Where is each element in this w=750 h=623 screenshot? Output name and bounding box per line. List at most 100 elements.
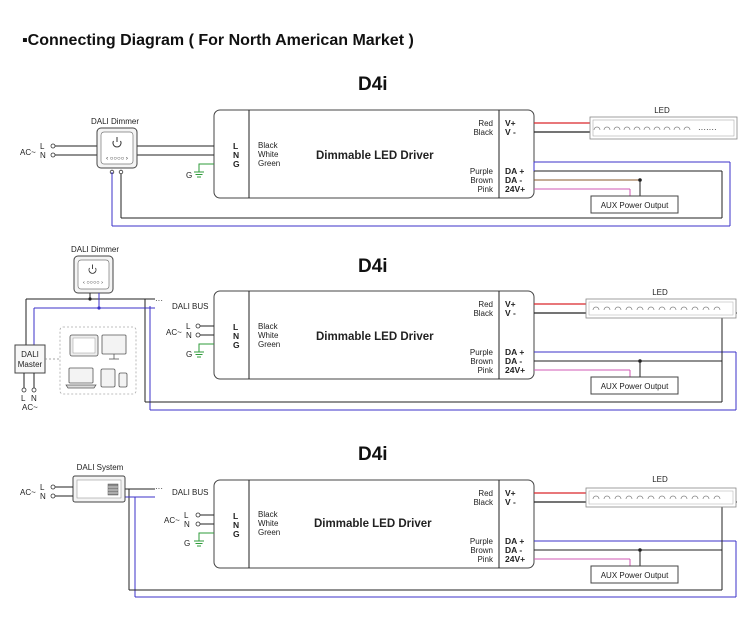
aux-power-output-box: [590, 376, 679, 395]
diagram-1-heading: D4i: [358, 74, 388, 95]
pin-n: N: [233, 331, 239, 341]
aux-label: AUX Power Output: [601, 201, 669, 210]
ground-label: G: [184, 539, 190, 548]
phone-icon: [118, 372, 128, 388]
driver-name: Dimmable LED Driver: [316, 150, 434, 162]
tablet-icon: [69, 334, 99, 357]
pin-24v: 24V+: [505, 184, 525, 194]
wire-black-out-label: Black: [473, 309, 494, 318]
driver-name: Dimmable LED Driver: [316, 331, 434, 343]
pin-vplus: V+: [505, 299, 516, 309]
svg-text:‹ ○○○○ ›: ‹ ○○○○ ›: [83, 280, 103, 286]
sys-ac-label: AC~: [20, 488, 36, 497]
dali-dimmer-label: DALI Dimmer: [91, 117, 139, 126]
pin-l: L: [233, 141, 238, 151]
svg-text:·······: ·······: [698, 125, 717, 134]
wire-green-label: Green: [258, 528, 280, 537]
ac-l-label: L: [186, 322, 191, 331]
aux-power-output-box: [590, 195, 679, 214]
pin-l: L: [233, 511, 238, 521]
wire-pink-label: Pink: [477, 185, 494, 194]
wire-black-label: Black: [258, 141, 279, 150]
wire-brown-label: Brown: [470, 546, 493, 555]
diagram-3-heading: D4i: [358, 444, 388, 465]
pin-da-plus: DA +: [505, 536, 524, 546]
ground-label: G: [186, 350, 192, 359]
wire-purple-label: Purple: [470, 537, 494, 546]
pin-vplus: V+: [505, 488, 516, 498]
ac-l-label: L: [184, 511, 189, 520]
dali-master-label-2: Master: [18, 360, 43, 369]
tablet-small-icon: [100, 368, 116, 388]
wire-white-label: White: [258, 519, 279, 528]
pin-vminus: V -: [505, 308, 516, 318]
wire-pink-label: Pink: [477, 366, 494, 375]
control-devices-panel: [59, 326, 137, 395]
aux-label: AUX Power Output: [601, 382, 669, 391]
diagram-1: D4i L N G Black White Green Dimmable LED…: [20, 74, 738, 227]
ac-label: AC~: [166, 328, 182, 337]
pin-da-minus: DA -: [505, 175, 522, 185]
pin-24v: 24V+: [505, 365, 525, 375]
ac-label: AC~: [20, 148, 36, 157]
led-label: LED: [652, 475, 668, 484]
pin-g: G: [233, 340, 240, 350]
wire-purple-label: Purple: [470, 167, 494, 176]
pin-da-plus: DA +: [505, 347, 524, 357]
pin-vminus: V -: [505, 497, 516, 507]
pin-da-minus: DA -: [505, 356, 522, 366]
wire-green-label: Green: [258, 159, 280, 168]
dali-dimmer-label: DALI Dimmer: [71, 245, 119, 254]
wire-black-out-label: Black: [473, 498, 494, 507]
led-label: LED: [652, 288, 668, 297]
ac-l-label: L: [40, 142, 45, 151]
ac-label: AC~: [164, 516, 180, 525]
master-n-label: N: [31, 394, 37, 403]
pin-g: G: [233, 159, 240, 169]
pin-24v: 24V+: [505, 554, 525, 564]
led-strip: [585, 298, 737, 319]
aux-label: AUX Power Output: [601, 571, 669, 580]
wire-red-label: Red: [478, 300, 493, 309]
ground-icon: [193, 171, 205, 178]
diagram-3: D4i L N G Black White Green Dimmable LED…: [20, 444, 737, 598]
master-ac-label: AC~: [22, 403, 38, 412]
dali-bus-label: DALI BUS: [172, 488, 208, 497]
sys-l-label: L: [40, 483, 45, 492]
wire-black-label: Black: [258, 322, 279, 331]
laptop-icon: [65, 367, 97, 389]
ground-icon: [193, 351, 205, 358]
wire-purple-label: Purple: [470, 348, 494, 357]
wire-black-out-label: Black: [473, 128, 494, 137]
ground-icon: [193, 540, 205, 547]
wire-pink-label: Pink: [477, 555, 494, 564]
wire-red-label: Red: [478, 489, 493, 498]
diagram-2: D4i L N G Black White Green Dimmable LED…: [14, 245, 737, 412]
pin-da-plus: DA +: [505, 166, 524, 176]
pin-da-minus: DA -: [505, 545, 522, 555]
power-icon: [88, 264, 97, 274]
driver-box: [213, 109, 535, 199]
svg-text:···: ···: [155, 484, 163, 493]
wire-black-label: Black: [258, 510, 279, 519]
power-icon: [112, 137, 122, 148]
led-strip: [589, 116, 738, 140]
ac-n-label: N: [40, 151, 46, 160]
pin-vminus: V -: [505, 127, 516, 137]
dali-master-label-1: DALI: [21, 350, 39, 359]
wire-white-label: White: [258, 150, 279, 159]
svg-text:‹ ○○○○ ›: ‹ ○○○○ ›: [106, 156, 128, 162]
led-strip: [585, 487, 737, 508]
pin-g: G: [233, 529, 240, 539]
dali-system-label: DALI System: [77, 463, 124, 472]
diagram-2-heading: D4i: [358, 256, 388, 277]
pin-n: N: [233, 150, 239, 160]
ac-n-label: N: [184, 520, 190, 529]
driver-name: Dimmable LED Driver: [314, 518, 432, 530]
pin-n: N: [233, 520, 239, 530]
ground-label: G: [186, 171, 192, 180]
led-label: LED: [654, 106, 670, 115]
pin-l: L: [233, 322, 238, 332]
wire-white-label: White: [258, 331, 279, 340]
